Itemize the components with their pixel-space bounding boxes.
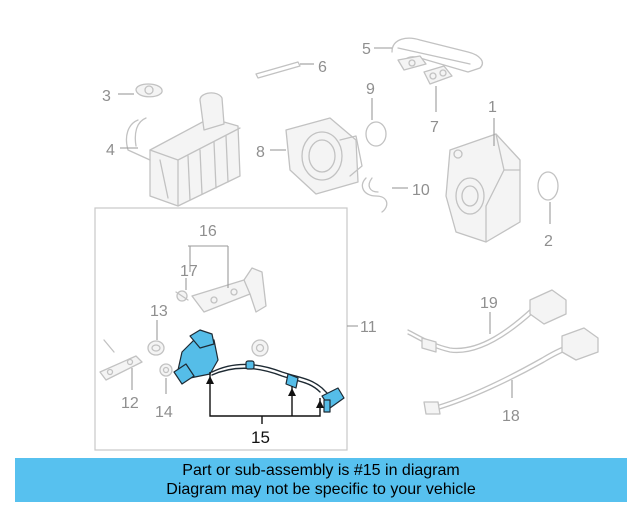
part-15-sensor-harness [173,329,345,413]
callout-15: 15 [251,428,270,447]
callout-14: 14 [155,404,173,421]
part-2-oring [537,171,559,201]
callout-18: 18 [502,408,520,425]
part-17-bolt [175,290,189,302]
callout-15-arrow-c [316,400,324,408]
part-3-gasket [135,83,163,98]
callout-16-leader [188,245,229,288]
callout-1: 1 [488,99,497,116]
banner-line-1: Part or sub-assembly is #15 in diagram [182,462,460,479]
callout-8: 8 [256,144,265,161]
part-4-cooler [125,92,241,207]
part-5-tube [391,37,483,73]
callout-6: 6 [318,59,327,76]
callout-7: 7 [430,119,439,136]
callout-12: 12 [121,395,139,412]
part-8-throttle [285,117,363,195]
callout-16: 16 [199,223,217,240]
callout-3: 3 [102,88,111,105]
part-6-rod [255,61,301,79]
part-1-egr-valve [445,133,521,243]
sub-assembly-box [94,207,348,451]
callout-9: 9 [366,81,375,98]
callout-15-arrow-b [288,388,296,396]
callout-2: 2 [544,233,553,250]
callout-5: 5 [362,41,371,58]
part-7-gasket [423,65,453,85]
callout-13: 13 [150,303,168,320]
callout-10: 10 [412,182,430,199]
callout-11: 11 [360,319,377,336]
part-18-sensor [423,327,599,415]
callout-19: 19 [480,295,498,312]
part-12-bracket [99,339,143,381]
part-19-sensor [407,289,567,354]
part-9-oring [365,121,387,147]
callout-17: 17 [180,263,198,280]
callout-15-arrow-a [206,376,214,384]
callout-4: 4 [106,142,115,159]
part-14-nut [159,363,173,377]
part-13-grommet [147,340,165,356]
part-10-clip [361,177,388,213]
part-16-bracket [191,267,267,313]
banner-line-2: Diagram may not be specific to your vehi… [166,481,476,498]
harness-grommet [251,339,269,357]
info-banner: Part or sub-assembly is #15 in diagram D… [15,458,627,502]
